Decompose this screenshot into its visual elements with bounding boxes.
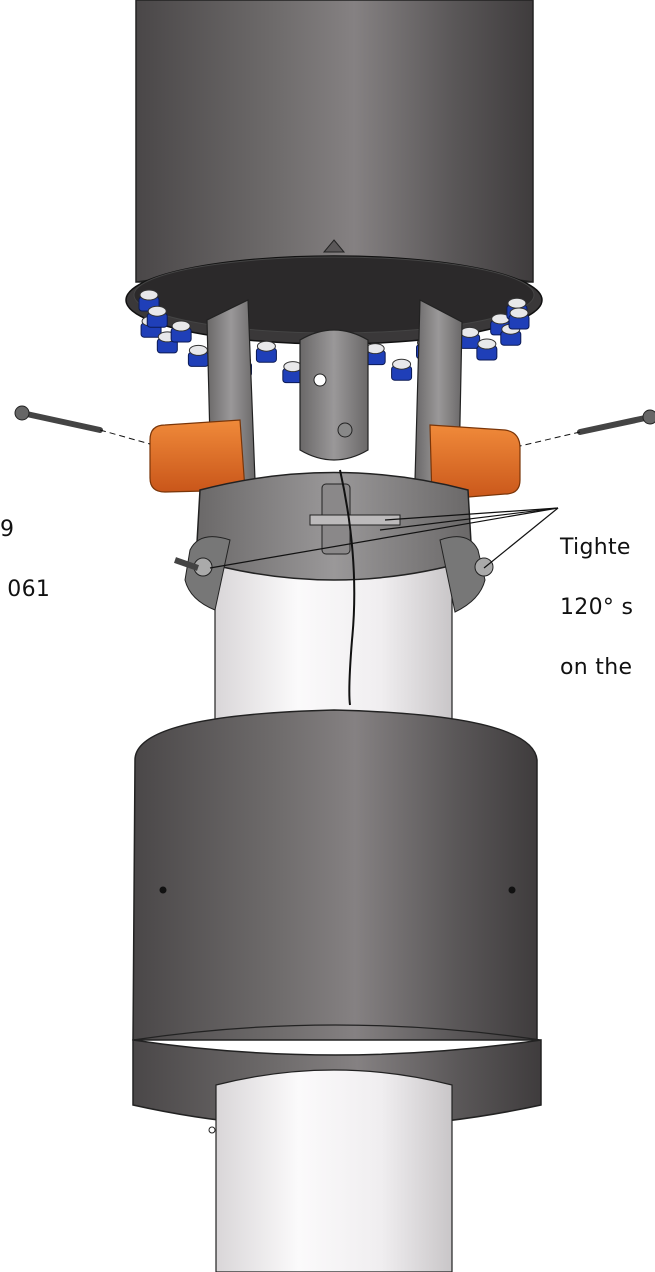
blue-nut-icon [364,343,386,366]
blue-nut-icon [187,344,209,367]
blue-nut-icon [170,320,192,343]
clamp-collar [174,471,494,613]
blue-nut-icon [508,307,530,330]
side-bolts [14,405,655,447]
blue-nut-icon [146,305,168,328]
bottom-white-tube [208,1069,453,1272]
blue-nut-icon [138,289,160,312]
lower-sleeve [132,709,542,1129]
cable [339,469,356,706]
left-callout-label: 9 061 [0,480,50,640]
blue-nut-icon [476,338,498,361]
right-callout-line-1: Tighte [560,535,631,560]
right-callout-line-2: 120° s [560,595,634,620]
blue-nut-icon [255,340,277,363]
left-callout-line-2: 061 [0,577,51,602]
callout-leaders [209,507,559,569]
right-callout-line-3: on the [560,655,633,680]
left-callout-line-1: 9 [0,517,15,542]
orange-pads [149,419,521,501]
right-callout-label: Tighte 120° s on the [560,498,633,718]
blue-nut-icon [459,326,481,349]
upper-tube [135,0,534,283]
blue-nut-icon [391,358,413,381]
